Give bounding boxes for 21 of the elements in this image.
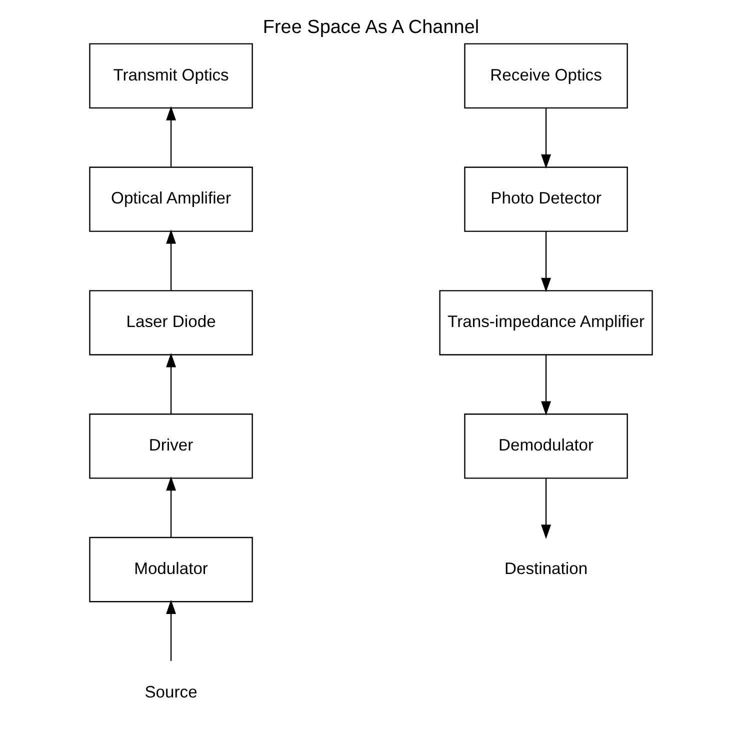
node-box: Transmit Optics	[89, 43, 253, 109]
arrow	[166, 476, 176, 538]
arrow	[166, 600, 176, 661]
node-box: Demodulator	[464, 414, 628, 479]
arrow	[166, 106, 176, 168]
node-box: Driver	[89, 414, 253, 479]
node-box: Optical Amplifier	[89, 166, 253, 232]
arrow	[541, 108, 552, 169]
node-box: Laser Diode	[89, 290, 253, 356]
arrow	[541, 231, 552, 292]
node-text: Source	[144, 682, 198, 702]
arrow	[541, 478, 552, 539]
node-box: Modulator	[89, 536, 253, 602]
arrow	[541, 354, 552, 416]
node-box: Receive Optics	[464, 43, 628, 109]
node-box: Photo Detector	[464, 166, 628, 232]
node-box: Trans-impedance Amplifier	[439, 290, 653, 356]
arrow	[166, 230, 176, 291]
node-text: Destination	[504, 558, 588, 578]
arrow	[166, 352, 176, 414]
diagram-title: Free Space As A Channel	[262, 16, 480, 38]
